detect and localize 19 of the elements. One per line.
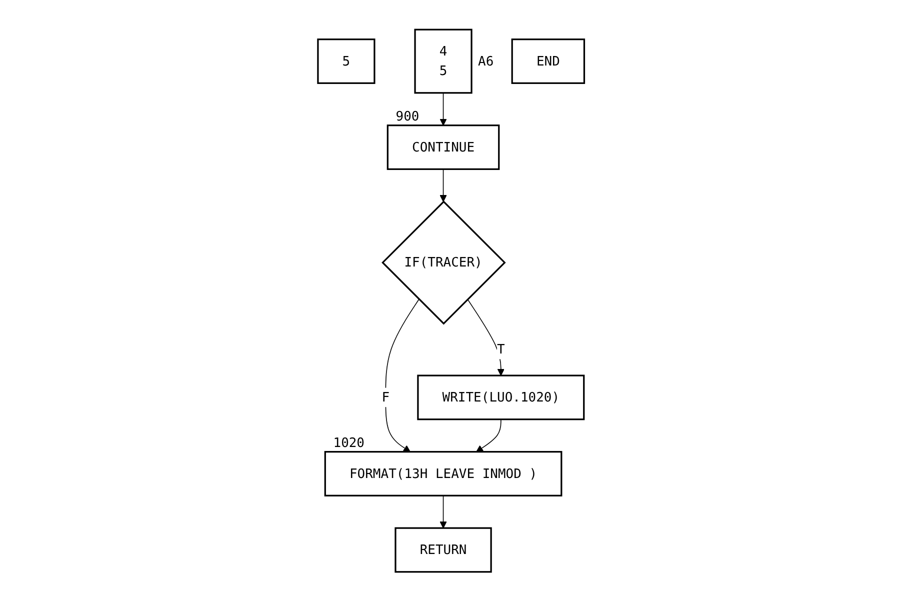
node-box: RETURN <box>394 527 492 572</box>
arrow <box>440 92 447 126</box>
arrow <box>385 298 420 452</box>
arrow <box>440 494 447 528</box>
statement-label: 900 <box>396 109 420 124</box>
node-diamond: IF(TRACER) <box>381 200 506 324</box>
arrow <box>467 298 504 376</box>
node-box: 4 5 <box>414 28 472 94</box>
arrow <box>440 168 447 202</box>
statement-label: 1020 <box>333 436 364 451</box>
node-box: FORMAT(13H LEAVE INMOD ) <box>324 450 562 496</box>
node-box: END <box>511 38 585 84</box>
node-box: WRITE(LUO.1020) <box>417 374 585 420</box>
edge-label: T <box>496 341 505 357</box>
edge-label: F <box>382 389 390 404</box>
arrow <box>476 418 502 452</box>
node-box: 5 <box>317 38 376 84</box>
node-box: CONTINUE <box>386 124 500 170</box>
statement-label: A6 <box>478 54 494 70</box>
